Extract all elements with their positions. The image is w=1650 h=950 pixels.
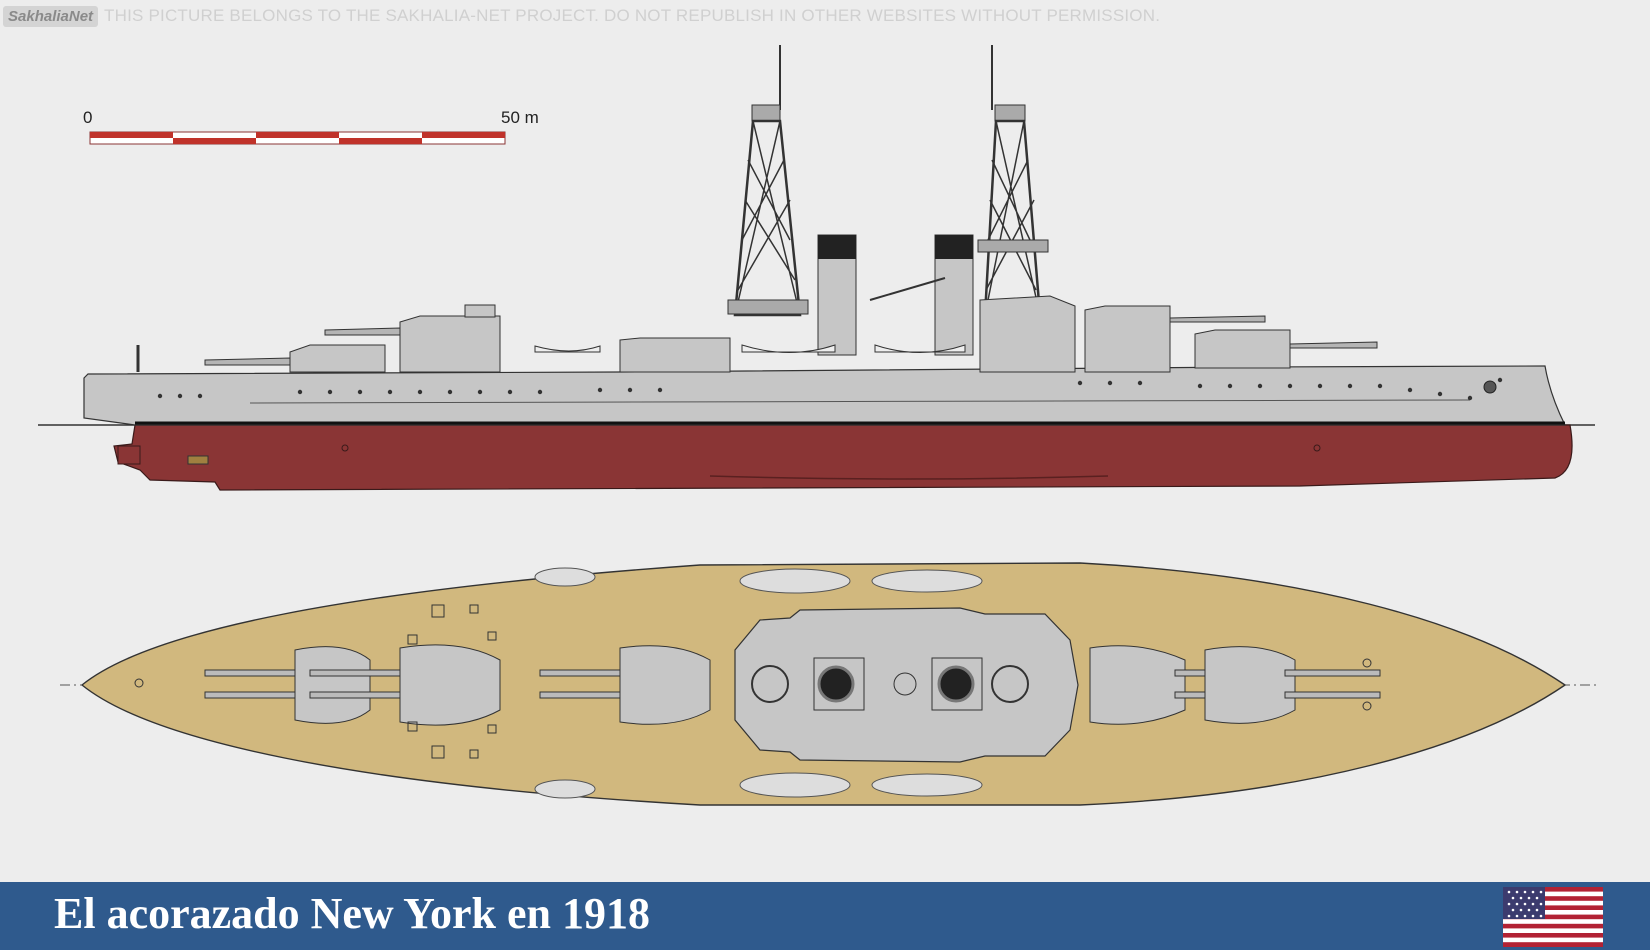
aft-turrets-top	[204, 644, 711, 726]
top-view	[60, 562, 1598, 806]
hull-underwater	[113, 424, 1573, 491]
watermark: SakhaliaNet THIS PICTURE BELONGS TO THE …	[3, 4, 1160, 28]
side-profile	[38, 45, 1595, 491]
scale-bar-graphic	[89, 131, 506, 145]
hull-upper	[83, 365, 1566, 426]
fore-turrets-top	[1089, 645, 1381, 725]
scale-end-label: 50 m	[501, 108, 539, 127]
scale-start-label: 0	[83, 108, 93, 127]
caption-title: El acorazado New York en 1918	[54, 889, 650, 938]
title-band: El acorazado New York en 1918	[0, 882, 1650, 950]
ship-drawing	[38, 45, 1598, 806]
aft-cage-mast	[727, 45, 809, 317]
watermark-text: THIS PICTURE BELONGS TO THE SAKHALIA-NET…	[104, 6, 1161, 25]
watermark-logo: SakhaliaNet	[3, 5, 99, 27]
us-flag-icon	[1503, 887, 1603, 947]
fore-cage-mast	[977, 45, 1049, 317]
scale-bar: 0 50 m	[80, 108, 560, 153]
